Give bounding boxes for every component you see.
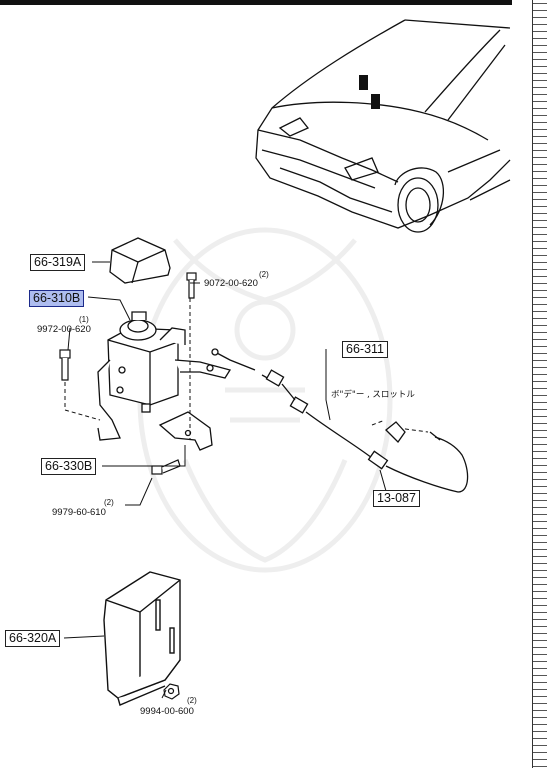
bolt-9979 — [151, 459, 181, 475]
part-no-9994-00-600[interactable]: 9994-00-600 — [140, 706, 194, 717]
callout-66-320a[interactable]: 66-320A — [5, 630, 61, 647]
install-guide-lines — [64, 298, 429, 440]
bolt-9972 — [59, 349, 71, 381]
watermark-emblem — [137, 227, 393, 573]
callout-66-319a[interactable]: 66-319A — [30, 254, 86, 271]
callout-66-330b[interactable]: 66-330B — [41, 458, 97, 475]
part-cable-66-311 — [211, 348, 469, 493]
qty-9072: (2) — [259, 270, 269, 279]
cable-throttle-label: ボ"デ"ー , スロットル — [331, 390, 415, 400]
qty-9979: (2) — [104, 498, 114, 507]
bolt-9072 — [186, 272, 197, 299]
callout-66-310b[interactable]: 66-310B — [29, 290, 85, 307]
part-cover-66-319a — [109, 237, 171, 284]
car-illustration — [255, 19, 511, 233]
qty-9972: (1) — [79, 315, 89, 324]
nut-9994 — [163, 683, 180, 700]
header-bar — [0, 0, 512, 5]
part-module-66-320a — [103, 571, 181, 706]
part-no-9979-60-610[interactable]: 9979-60-610 — [52, 507, 106, 518]
qty-9994: (2) — [187, 696, 197, 705]
part-actuator-66-310b — [97, 311, 232, 441]
page-edge-binding — [533, 0, 547, 768]
location-marker-2 — [371, 94, 380, 109]
callout-66-311[interactable]: 66-311 — [342, 341, 388, 358]
part-bracket-66-330b — [158, 411, 213, 451]
callout-13-087[interactable]: 13-087 — [373, 490, 420, 507]
page-edge-rule — [532, 0, 533, 768]
location-marker-1 — [359, 75, 368, 90]
part-no-9972-00-620[interactable]: 9972-00-620 — [37, 324, 91, 335]
part-no-9072-00-620[interactable]: 9072-00-620 — [204, 278, 258, 289]
